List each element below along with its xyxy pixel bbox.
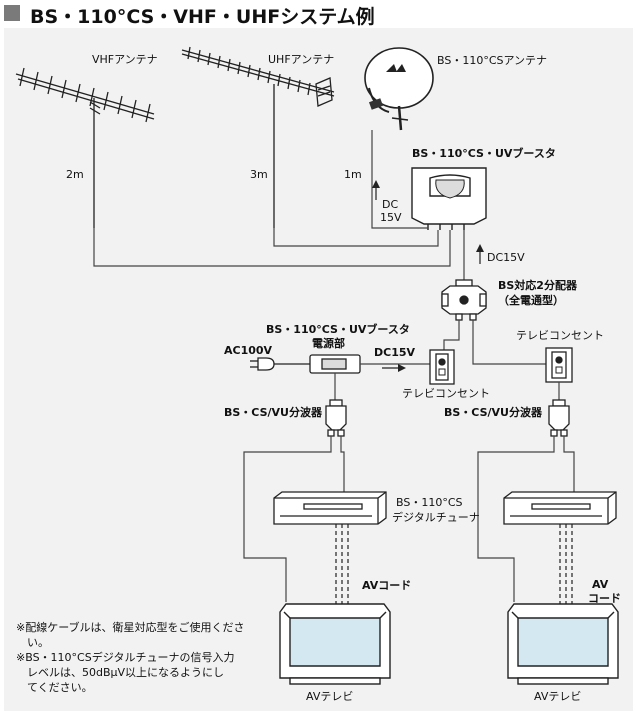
ac100v-label: AC100V (224, 344, 273, 357)
antenna-cables (93, 130, 451, 267)
right-system-cables (477, 436, 575, 602)
av-cord-right (559, 524, 573, 604)
separator-right-icon (548, 399, 570, 437)
vhf-antenna-label: VHFアンテナ (92, 53, 158, 66)
vhf-antenna-icon (15, 67, 155, 228)
splitter-label-line2: （全電通型） (498, 293, 564, 307)
tuner-right-icon (503, 491, 617, 525)
av-cord-left (335, 524, 349, 604)
power-plug-icon (250, 357, 310, 371)
power-supply-unit-icon (309, 354, 361, 374)
dc15v-psu-label: DC15V (374, 346, 416, 359)
tv-outlet-left-icon (429, 349, 455, 385)
outlet-right-label: テレビコンセント (516, 329, 604, 342)
booster-box-icon (411, 167, 487, 230)
note-line-4: レベルは、50dBμV以上になるようにし (16, 666, 225, 679)
bs-cable-length: 1m (344, 168, 362, 181)
tuner-label-line2: デジタルチューナ (392, 510, 480, 524)
dc15v-right-arrow-icon (476, 244, 484, 264)
splitter-output-cables (443, 320, 561, 365)
vhf-cable-length: 2m (66, 168, 84, 181)
outlet-left-label: テレビコンセント (402, 387, 490, 400)
separator-left-label: BS・CS/VU分波器 (224, 405, 323, 419)
separator-right-label: BS・CS/VU分波器 (444, 405, 543, 419)
note-line-3: ※BS・110°CSデジタルチューナの信号入力 (16, 651, 235, 664)
av-cord-left-label: AVコード (362, 579, 411, 592)
bs-dish-antenna-icon (364, 47, 434, 131)
tv-left-icon (279, 603, 391, 685)
dc15v-up-label-line1: DC (382, 198, 398, 211)
system-diagram: VHFアンテナ UHFアンテナ BS・110°CSアンテナ (15, 46, 621, 703)
uhf-antenna-label: UHFアンテナ (268, 53, 334, 66)
tuner-left-icon (273, 491, 387, 525)
left-system-cables (243, 436, 345, 602)
note-line-1: ※配線ケーブルは、衛星対応型をご使用くださ (16, 621, 245, 634)
title-bar: BS・110°CS・VHF・UHFシステム例 (0, 0, 637, 28)
note-line-5: てください。 (16, 681, 93, 694)
bs-antenna-label: BS・110°CSアンテナ (437, 54, 547, 67)
splitter-icon (441, 279, 487, 321)
uhf-cable-length: 3m (250, 168, 268, 181)
dc15v-up-arrow-icon (372, 180, 380, 200)
tv-outlet-right-icon (545, 347, 573, 383)
title-square-icon (4, 5, 20, 21)
dc15v-up-label-line2: 15V (380, 211, 402, 224)
psu-label-line1: BS・110°CS・UVブースタ (266, 322, 410, 336)
dc15v-booster-label: DC15V (487, 251, 525, 264)
tv-left-label: AVテレビ (306, 690, 353, 703)
booster-label: BS・110°CS・UVブースタ (412, 146, 556, 160)
separator-left-icon (325, 399, 347, 437)
psu-label-line2: 電源部 (312, 336, 345, 350)
tuner-label-line1: BS・110°CS (396, 496, 463, 509)
diagram-panel: VHFアンテナ UHFアンテナ BS・110°CSアンテナ (4, 28, 633, 711)
av-cord-right-label-line1: AV (592, 578, 609, 591)
uhf-antenna-icon (181, 46, 335, 228)
splitter-label-line1: BS対応2分配器 (498, 278, 578, 292)
av-cord-right-label-line2: コード (588, 592, 621, 605)
dc15v-psu-arrow-icon (382, 364, 406, 372)
tv-right-icon (507, 603, 619, 685)
tv-right-label: AVテレビ (534, 690, 581, 703)
page-title: BS・110°CS・VHF・UHFシステム例 (30, 6, 375, 28)
note-line-2: い。 (16, 636, 49, 649)
